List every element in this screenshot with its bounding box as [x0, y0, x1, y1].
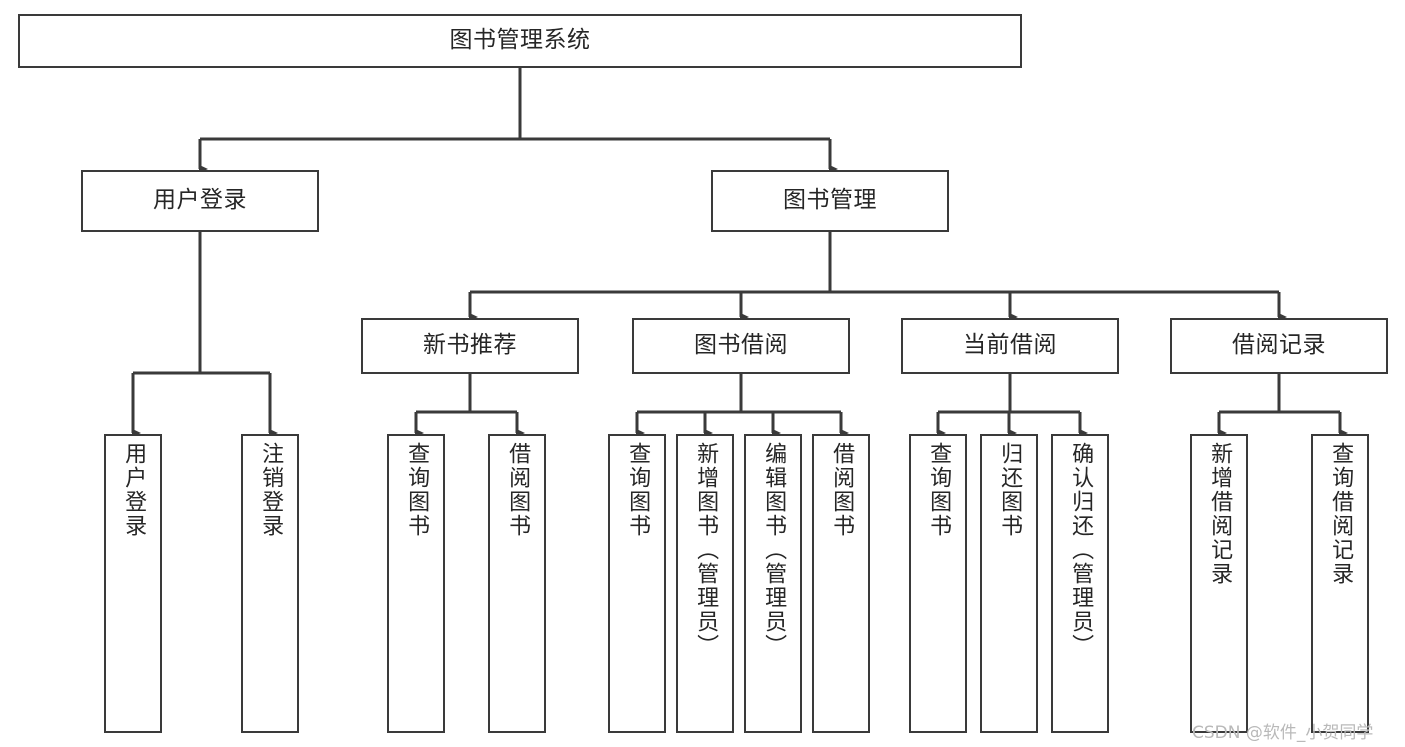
node-leaf-borrow-lend[interactable]: 借阅图书 [812, 434, 870, 733]
node-label: 注销登录 [258, 442, 284, 538]
node-root[interactable]: 图书管理系统 [18, 14, 1022, 68]
node-label: 用户登录 [121, 442, 147, 538]
node-book-borrow[interactable]: 图书借阅 [632, 318, 850, 374]
node-label: 确认归还（管理员） [1068, 442, 1094, 658]
node-leaf-borrow-edit[interactable]: 编辑图书（管理员） [744, 434, 802, 733]
node-label: 借阅图书 [829, 442, 855, 538]
node-leaf-cur-return[interactable]: 归还图书 [980, 434, 1038, 733]
node-leaf-borrow-query[interactable]: 查询图书 [608, 434, 666, 733]
node-leaf-rec-query[interactable]: 查询图书 [387, 434, 445, 733]
node-label: 编辑图书（管理员） [761, 442, 787, 658]
node-label: 查询图书 [404, 442, 430, 538]
node-leaf-rec-search[interactable]: 查询借阅记录 [1311, 434, 1369, 733]
node-label: 查询借阅记录 [1328, 442, 1354, 586]
csdn-watermark: CSDN @软件_小贺同学 [1192, 723, 1374, 743]
node-label: 图书管理系统 [449, 27, 591, 54]
node-label: 新书推荐 [423, 332, 517, 359]
node-user-login[interactable]: 用户登录 [81, 170, 319, 232]
node-label: 新增图书（管理员） [693, 442, 719, 658]
node-book-manage[interactable]: 图书管理 [711, 170, 949, 232]
node-leaf-cur-query[interactable]: 查询图书 [909, 434, 967, 733]
node-label: 图书管理 [783, 187, 877, 214]
node-new-book-rec[interactable]: 新书推荐 [361, 318, 579, 374]
node-label: 查询图书 [625, 442, 651, 538]
node-leaf-borrow-add[interactable]: 新增图书（管理员） [676, 434, 734, 733]
node-label: 借阅图书 [505, 442, 531, 538]
node-label: 当前借阅 [963, 332, 1057, 359]
node-label: 新增借阅记录 [1207, 442, 1233, 586]
node-leaf-user-logout[interactable]: 注销登录 [241, 434, 299, 733]
node-current-borrow[interactable]: 当前借阅 [901, 318, 1119, 374]
node-label: 归还图书 [997, 442, 1023, 538]
node-leaf-rec-add[interactable]: 新增借阅记录 [1190, 434, 1248, 733]
node-leaf-user-login[interactable]: 用户登录 [104, 434, 162, 733]
node-leaf-rec-borrow[interactable]: 借阅图书 [488, 434, 546, 733]
node-borrow-record[interactable]: 借阅记录 [1170, 318, 1388, 374]
node-label: 图书借阅 [694, 332, 788, 359]
node-label: 查询图书 [926, 442, 952, 538]
node-leaf-cur-confirm[interactable]: 确认归还（管理员） [1051, 434, 1109, 733]
node-label: 用户登录 [153, 187, 247, 214]
node-label: 借阅记录 [1232, 332, 1326, 359]
